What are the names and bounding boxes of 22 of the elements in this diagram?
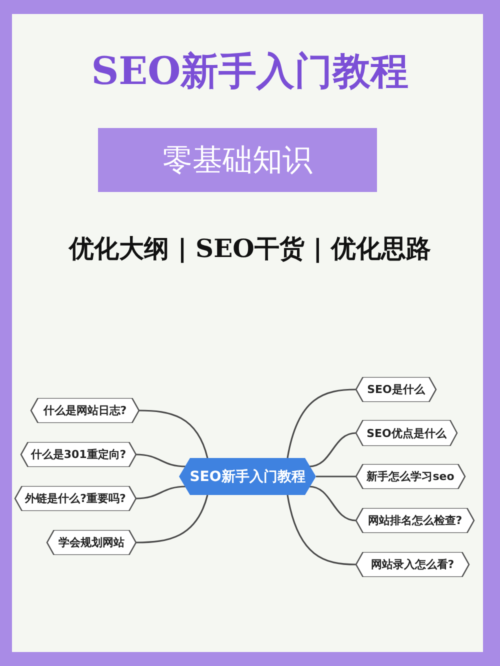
- tagline: 优化大纲 | SEO干货 | 优化思路: [67, 233, 432, 265]
- connector-line: [308, 432, 356, 468]
- central-topic-box: SEO新手入门教程: [178, 458, 317, 495]
- topic-box: 什么是301重定向?: [20, 442, 137, 467]
- topic-box: 外链是什么?重要吗?: [14, 486, 137, 511]
- connector-line: [136, 494, 208, 544]
- topic-box: 网站录入怎么看?: [355, 552, 470, 577]
- connector-line: [136, 454, 186, 468]
- connector-line: [286, 494, 356, 566]
- title: SEO新手入门教程: [90, 52, 410, 90]
- connector-line: [136, 486, 186, 500]
- subtitle-banner: 零基础知识: [98, 128, 377, 192]
- connector-line: [316, 476, 356, 478]
- topic-box: SEO是什么: [355, 377, 437, 402]
- connector-line: [308, 486, 356, 522]
- topic-box: 什么是网站日志?: [30, 398, 140, 423]
- topic-box: SEO优点是什么: [355, 420, 458, 446]
- topic-box: 学会规划网站: [46, 530, 137, 555]
- topic-box: 新手怎么学习seo: [355, 464, 466, 489]
- topic-box: 网站排名怎么检查?: [355, 508, 475, 533]
- connector-line: [286, 388, 356, 458]
- connector-line: [138, 410, 208, 458]
